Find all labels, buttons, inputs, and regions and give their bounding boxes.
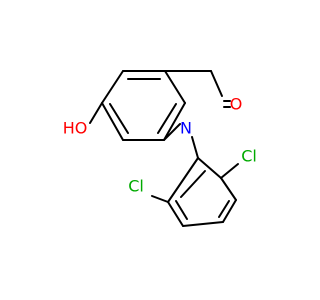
bond (180, 170, 206, 198)
bond (220, 163, 239, 179)
bond (89, 102, 103, 124)
bond (175, 200, 188, 220)
bond (210, 70, 223, 97)
bond (182, 221, 224, 227)
structure-canvas: O HO N Cl Cl (62, 70, 257, 227)
nitrogen-label: N (180, 119, 192, 138)
bond (101, 102, 124, 141)
bond (151, 195, 169, 203)
chlorine-upper-label: Cl (241, 147, 257, 166)
bond (191, 136, 199, 159)
bond (163, 123, 181, 141)
bond (164, 70, 186, 104)
molecule-diagram: O HO N Cl Cl (63, 70, 257, 227)
chlorine-lower-label: Cl (128, 177, 144, 196)
bond (222, 199, 237, 223)
bond (109, 103, 129, 134)
bond (220, 177, 237, 201)
bond (167, 201, 184, 227)
oxygen-carbonyl-label: O (230, 95, 243, 114)
bond (101, 70, 124, 104)
bond (218, 200, 230, 218)
bond (167, 157, 199, 203)
hydroxyl-label: HO (63, 119, 88, 138)
bond (157, 103, 177, 134)
bond (197, 157, 222, 179)
bond (163, 102, 186, 141)
